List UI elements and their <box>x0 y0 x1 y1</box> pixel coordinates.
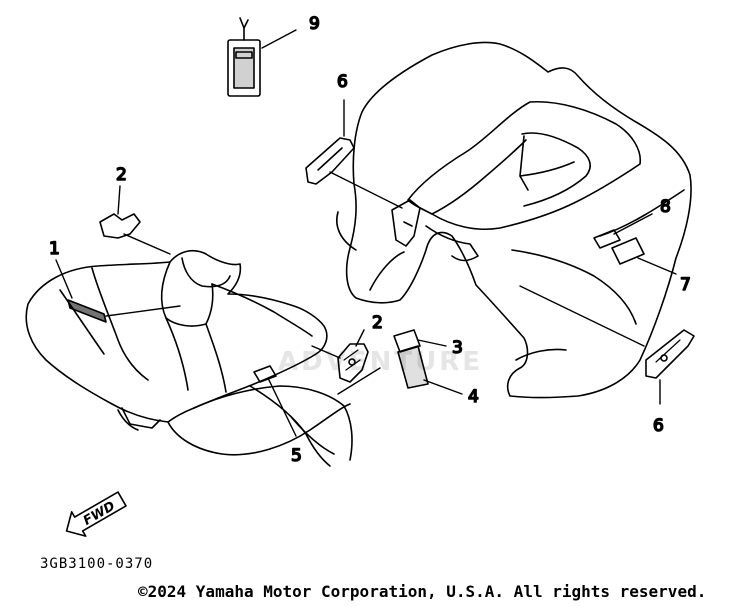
label-5 <box>253 365 277 383</box>
callout-6-bottom: 6 <box>653 416 664 436</box>
callout-1: 1 <box>49 239 60 259</box>
callout-6-top: 6 <box>337 72 348 92</box>
label-4 <box>397 345 429 389</box>
emblem-6-bottom <box>645 329 695 379</box>
watermark-text: ADVENTURE <box>278 347 483 377</box>
copyright-notice: ©2024 Yamaha Motor Corporation, U.S.A. A… <box>138 582 707 601</box>
callout-9: 9 <box>309 14 320 34</box>
label-8 <box>593 229 621 249</box>
label-3 <box>393 329 421 353</box>
callout-5: 5 <box>291 446 302 466</box>
callout-7: 7 <box>680 275 691 295</box>
label-6-top <box>305 137 355 185</box>
diagram-code: 3GB3100-0370 <box>40 556 154 572</box>
callout-2-center: 2 <box>372 313 383 333</box>
callout-3: 3 <box>452 338 463 358</box>
leader-lines <box>55 29 677 437</box>
hang-tag-label-9 <box>227 17 261 97</box>
label-7 <box>611 237 645 265</box>
fwd-arrow: FWD <box>65 491 127 537</box>
callout-2-left: 2 <box>116 165 127 185</box>
decal-1 <box>67 299 107 323</box>
label-2-left <box>99 213 141 239</box>
callout-4: 4 <box>468 387 479 407</box>
callout-8: 8 <box>660 197 671 217</box>
front-fender <box>25 249 353 467</box>
emblem-2-center <box>337 343 369 383</box>
rear-fender <box>336 41 692 399</box>
